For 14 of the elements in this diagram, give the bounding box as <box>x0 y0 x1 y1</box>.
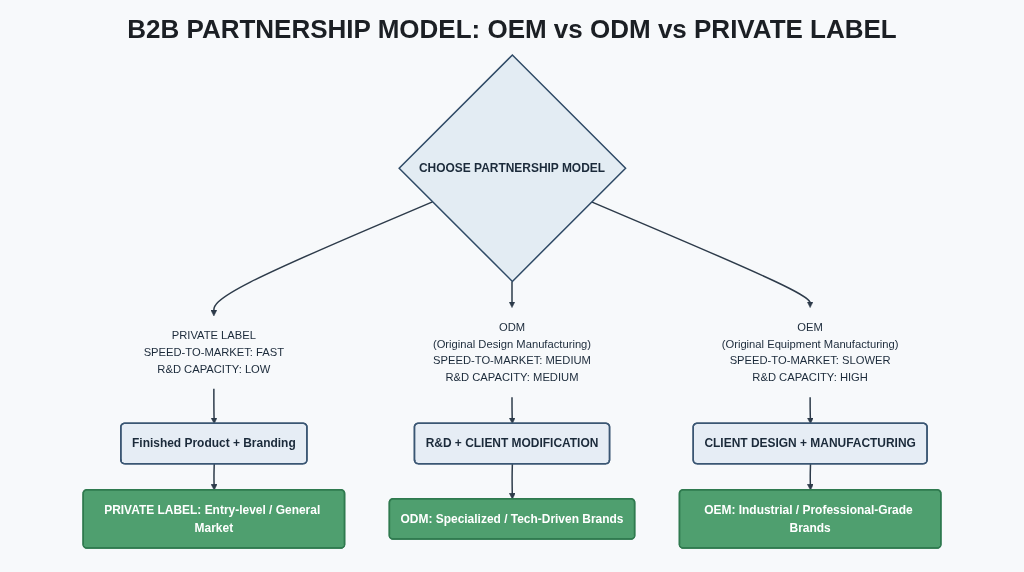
arrow <box>807 463 814 491</box>
arrow <box>807 396 814 424</box>
arrow <box>509 463 516 500</box>
node-diamond: CHOOSE PARTNERSHIP MODEL <box>398 53 627 283</box>
arrow <box>508 396 516 424</box>
arrow <box>590 201 814 308</box>
title: B2B PARTNERSHIP MODEL: OEM vs ODM vs PRIVATE LABEL <box>126 14 898 45</box>
node-text: OEM (Original Equipment Manufacturing) SPEED-TO-MARKET: SLOWER R&D CAPACITY: HIGH <box>721 320 899 384</box>
arrow <box>210 388 218 424</box>
node-text: ODM (Original Design Manufacturing) SPEED-TO-MARKET: MEDIUM R&D CAPACITY: MEDIUM <box>432 320 592 384</box>
node-text: PRIVATE LABEL SPEED-TO-MARKET: FAST R&D CAPACITY: LOW <box>143 328 285 375</box>
arrow <box>508 280 516 308</box>
arrow <box>210 201 434 317</box>
arrow <box>210 463 218 491</box>
